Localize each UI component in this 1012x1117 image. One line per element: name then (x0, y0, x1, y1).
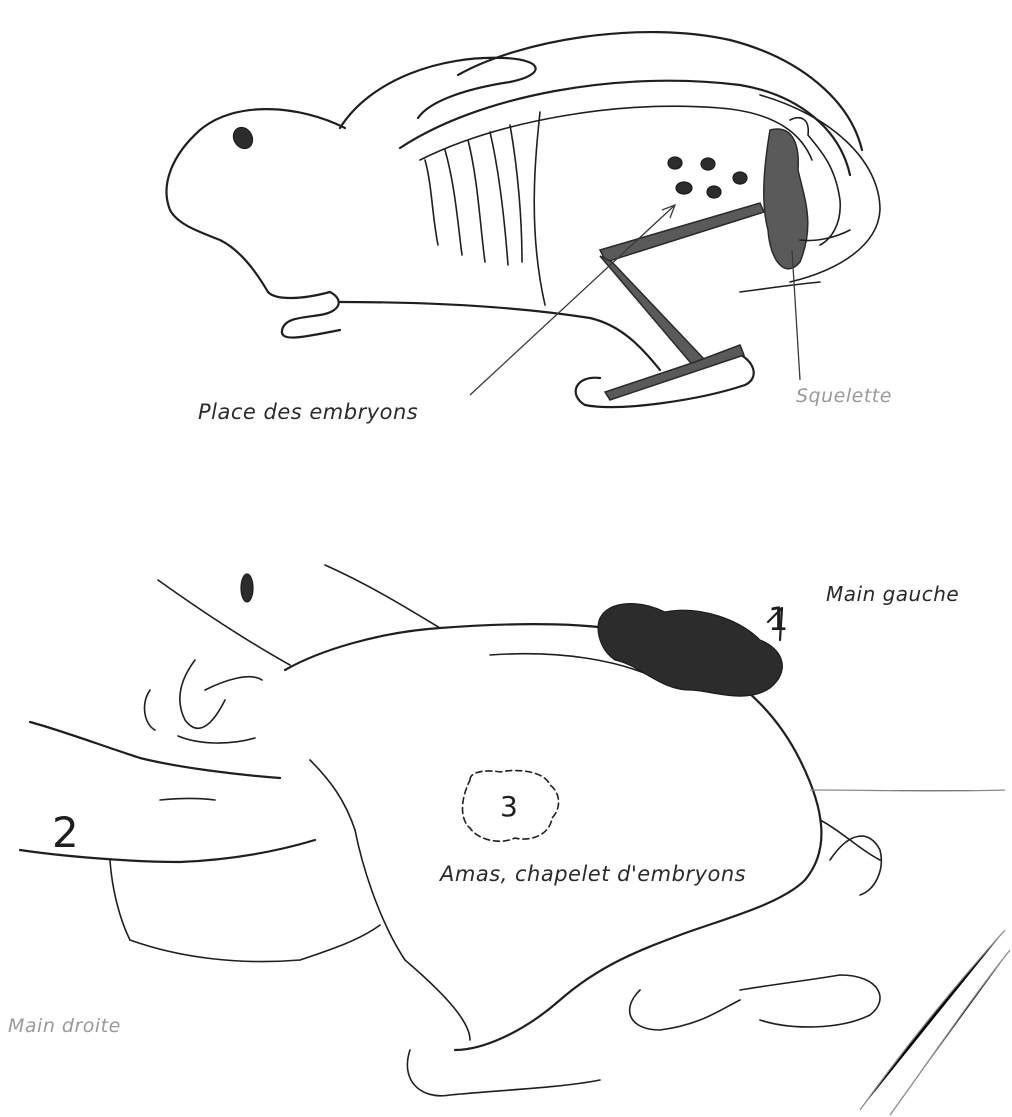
table-edge (810, 790, 1010, 1115)
marker-1: 1 (768, 600, 788, 638)
label-skeleton: Squelette (796, 385, 892, 407)
embryo-spot (701, 158, 715, 170)
skeleton-pelvis (764, 129, 808, 269)
embryo-spot (668, 157, 682, 169)
dissection-drawing (20, 565, 1010, 1115)
label-left-hand: Main gauche (826, 582, 959, 606)
rabbit-front-leg (268, 292, 340, 338)
embryo-spots (668, 157, 747, 198)
embryo-spot (676, 182, 692, 194)
rabbit-ribs (425, 112, 545, 305)
rabbit-hind-base (740, 282, 820, 292)
hand-left-fingers (145, 660, 262, 743)
head-mark (241, 574, 253, 602)
label-embryo-cluster: Amas, chapelet d'embryons (440, 862, 746, 886)
left-arm-lines (158, 565, 440, 665)
skeleton-femur (600, 203, 764, 262)
marker-3: 3 (500, 790, 518, 823)
doe-paws (630, 820, 880, 1030)
rabbit-eye (230, 124, 257, 152)
rabbit-back-inner (420, 106, 812, 160)
doe-tail (598, 604, 782, 696)
skeleton-tibia (600, 256, 705, 368)
rabbit-belly (340, 302, 660, 370)
marker-2: 2 (52, 808, 79, 857)
embryo-spot (733, 172, 747, 184)
label-right-hand: Main droite (8, 1015, 121, 1037)
label-embryos-place: Place des embryons (198, 400, 418, 424)
embryo-spot (707, 186, 721, 198)
rabbit-head (167, 109, 345, 292)
leader-skeleton (792, 250, 800, 380)
rabbit-skeleton (600, 129, 850, 400)
